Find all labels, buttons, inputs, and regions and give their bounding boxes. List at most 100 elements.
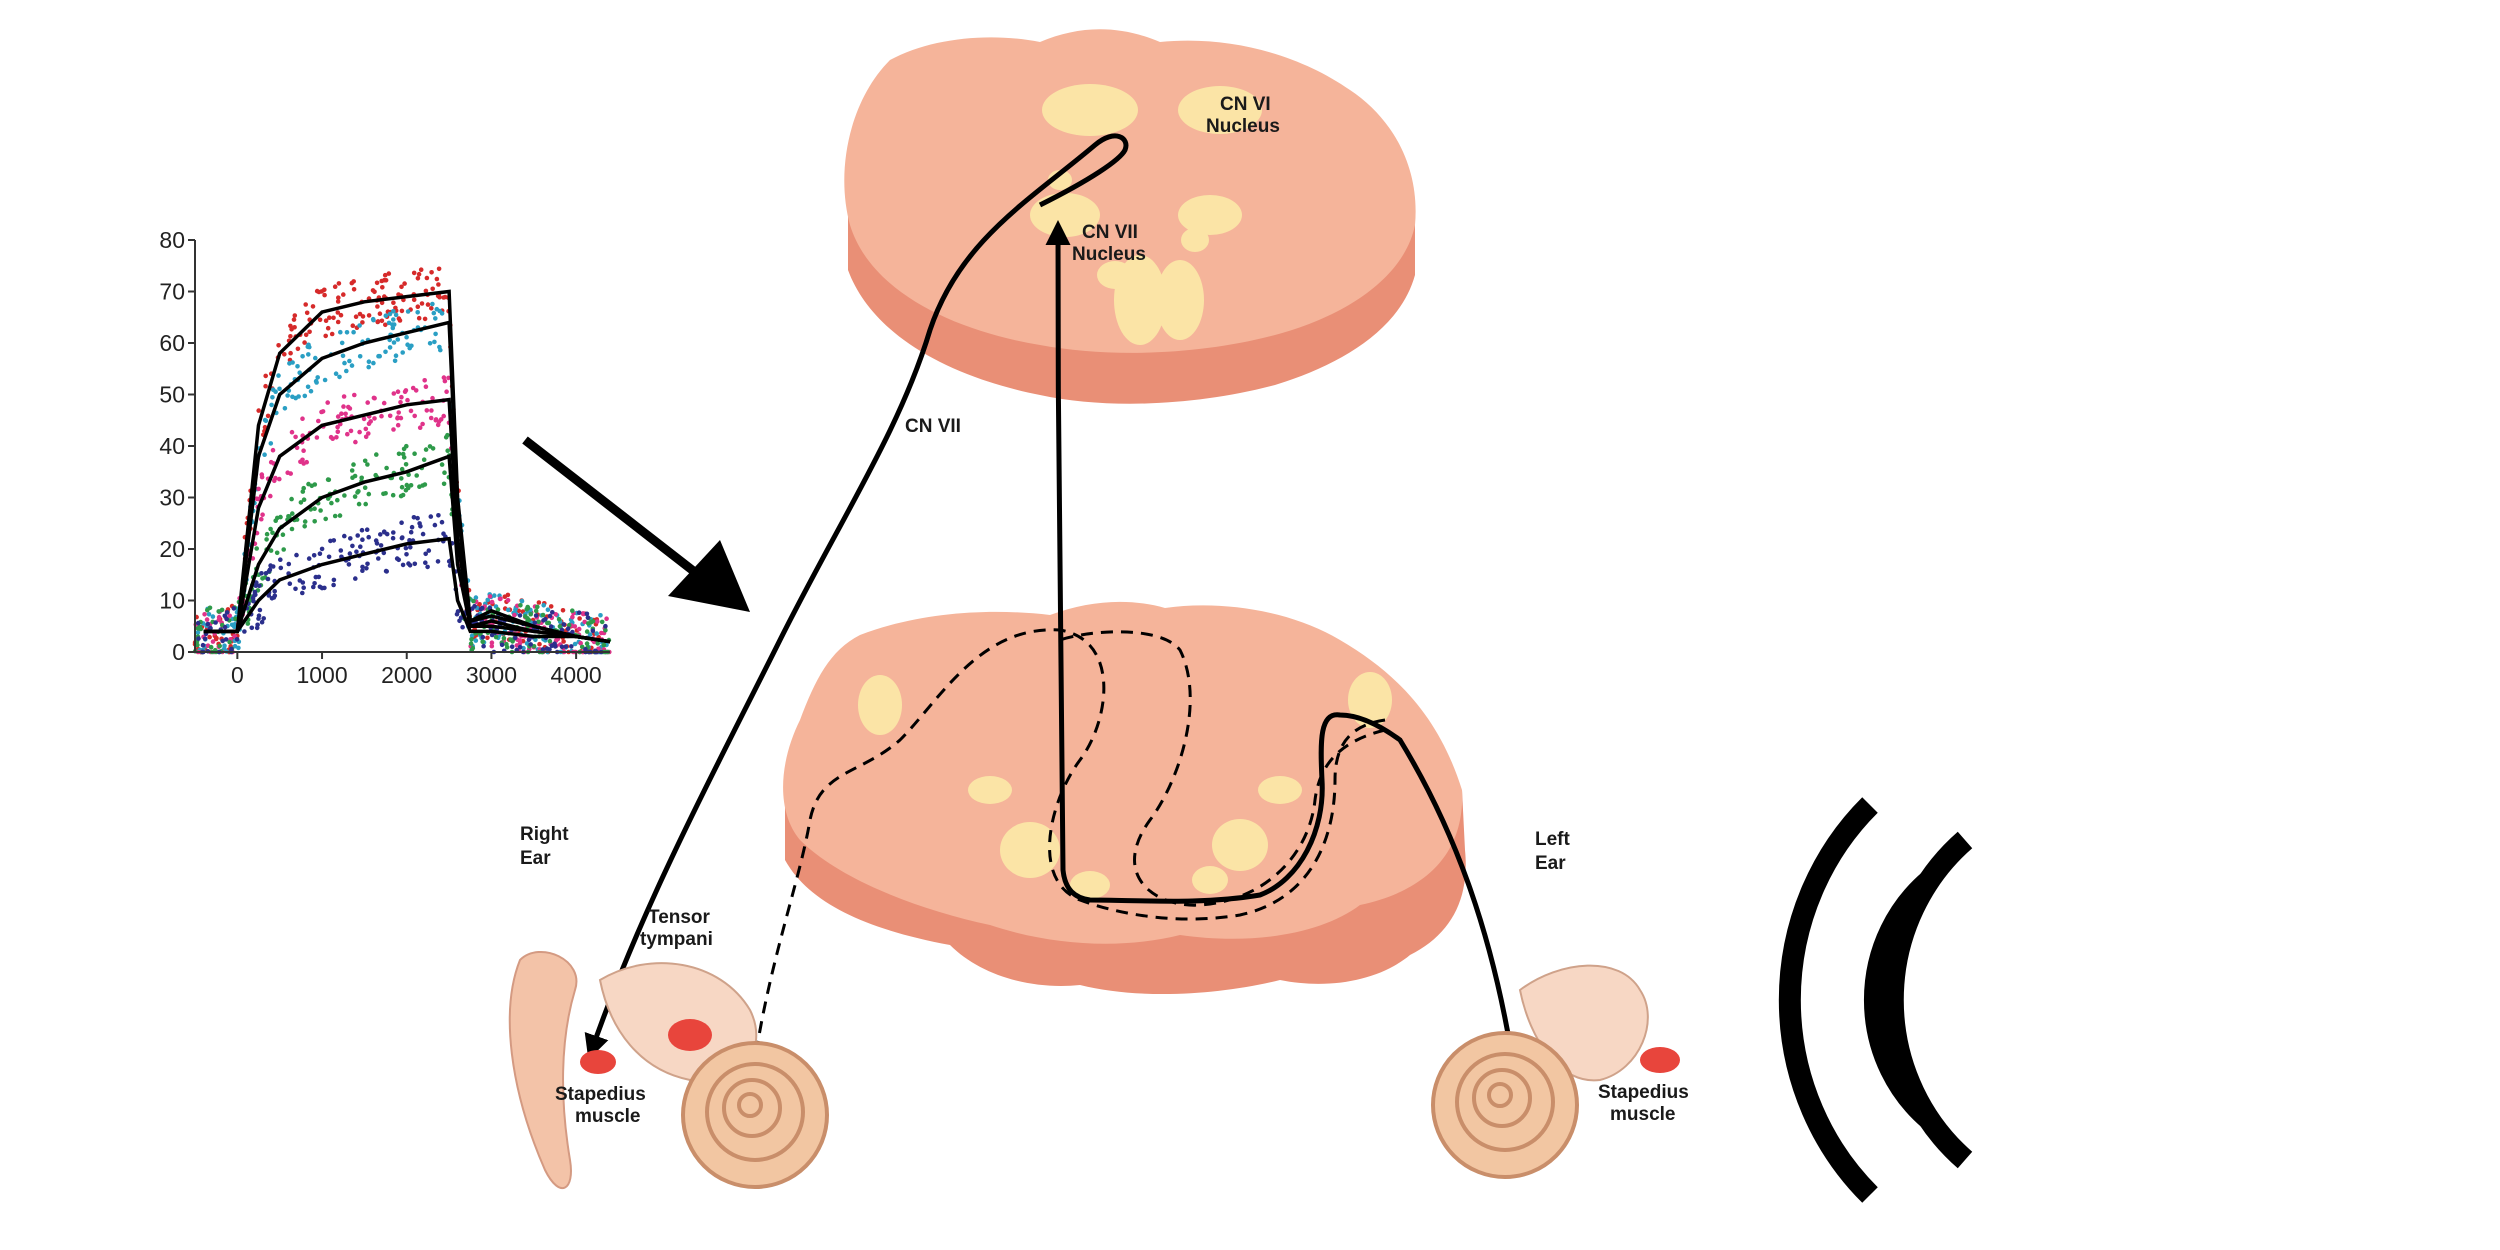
data-point bbox=[335, 497, 340, 503]
data-point bbox=[391, 391, 397, 396]
y-tick-label: 60 bbox=[159, 330, 185, 356]
data-point bbox=[268, 526, 273, 532]
data-point bbox=[312, 506, 317, 512]
data-point bbox=[329, 331, 335, 337]
data-point bbox=[517, 644, 523, 650]
data-point bbox=[415, 276, 421, 281]
data-point bbox=[360, 537, 365, 542]
data-point bbox=[332, 284, 338, 290]
data-point bbox=[471, 598, 476, 604]
data-point bbox=[434, 276, 440, 282]
data-point bbox=[418, 267, 424, 273]
data-point bbox=[266, 593, 272, 598]
data-point bbox=[316, 418, 321, 424]
data-point bbox=[408, 529, 414, 535]
data-point bbox=[423, 384, 429, 390]
data-point bbox=[307, 329, 312, 335]
data-point bbox=[403, 545, 409, 551]
data-point bbox=[384, 569, 390, 574]
data-point bbox=[584, 629, 590, 634]
data-point bbox=[297, 370, 303, 376]
data-point bbox=[391, 530, 396, 535]
data-point bbox=[372, 416, 377, 421]
data-point bbox=[310, 304, 316, 309]
data-point bbox=[416, 315, 422, 321]
data-point bbox=[489, 643, 495, 649]
data-point bbox=[426, 548, 432, 553]
data-point bbox=[329, 500, 334, 506]
data-point bbox=[510, 639, 515, 644]
data-point bbox=[306, 481, 311, 487]
data-point bbox=[260, 512, 265, 517]
data-point bbox=[441, 375, 447, 380]
data-point bbox=[387, 345, 393, 350]
data-point bbox=[547, 638, 553, 644]
data-point bbox=[222, 624, 228, 630]
data-point bbox=[412, 561, 418, 567]
data-point bbox=[375, 304, 380, 309]
y-tick-label: 10 bbox=[159, 588, 185, 614]
data-point bbox=[423, 288, 429, 294]
sound-waves-icon bbox=[1778, 797, 1973, 1203]
data-point bbox=[306, 556, 312, 561]
right-ear-label: Right Ear bbox=[520, 824, 574, 869]
data-point bbox=[415, 310, 421, 315]
data-point bbox=[422, 316, 428, 322]
data-point bbox=[393, 312, 399, 318]
data-point bbox=[473, 595, 479, 600]
data-point bbox=[344, 368, 349, 374]
data-point bbox=[293, 434, 298, 440]
data-point bbox=[407, 563, 413, 568]
data-point bbox=[402, 389, 408, 395]
data-point bbox=[445, 448, 451, 454]
data-point bbox=[408, 545, 413, 550]
data-point bbox=[335, 424, 340, 430]
data-point bbox=[525, 604, 530, 610]
y-tick-label: 40 bbox=[159, 433, 185, 459]
cochlea-right bbox=[681, 1041, 829, 1189]
data-point bbox=[399, 308, 405, 314]
data-point bbox=[561, 622, 567, 627]
data-point bbox=[374, 452, 379, 457]
cn-vii-nucleus-label: CN VII Nucleus bbox=[1072, 222, 1146, 265]
data-point bbox=[274, 550, 280, 556]
data-point bbox=[322, 287, 327, 293]
data-point bbox=[262, 452, 267, 458]
data-point bbox=[234, 637, 240, 642]
data-point bbox=[331, 582, 336, 588]
data-point bbox=[432, 339, 437, 345]
data-point bbox=[601, 642, 607, 648]
data-point bbox=[379, 278, 385, 284]
data-point bbox=[395, 416, 400, 421]
data-point bbox=[391, 309, 396, 314]
cochlea-left bbox=[1431, 1031, 1579, 1179]
data-point bbox=[306, 342, 311, 348]
data-point bbox=[350, 543, 355, 549]
data-point bbox=[430, 395, 435, 401]
data-point bbox=[413, 388, 419, 393]
data-point bbox=[512, 635, 518, 641]
data-point bbox=[545, 607, 551, 612]
data-point bbox=[259, 516, 264, 522]
data-point bbox=[422, 378, 428, 383]
data-point bbox=[362, 485, 368, 491]
data-point bbox=[570, 608, 575, 613]
data-point bbox=[390, 492, 396, 498]
data-point bbox=[276, 343, 281, 348]
data-point bbox=[487, 594, 493, 599]
data-point bbox=[266, 569, 272, 574]
data-point bbox=[391, 317, 396, 322]
data-point bbox=[395, 422, 401, 428]
data-point bbox=[285, 470, 291, 476]
data-point bbox=[341, 394, 347, 399]
cn-vi-nucleus-left bbox=[1042, 84, 1138, 136]
data-point bbox=[200, 642, 206, 648]
data-point bbox=[316, 574, 322, 580]
x-tick-label: 0 bbox=[231, 662, 244, 688]
data-point bbox=[584, 611, 590, 617]
data-point bbox=[519, 598, 525, 604]
data-point bbox=[293, 586, 298, 592]
data-point bbox=[399, 484, 405, 490]
data-point bbox=[393, 353, 399, 359]
